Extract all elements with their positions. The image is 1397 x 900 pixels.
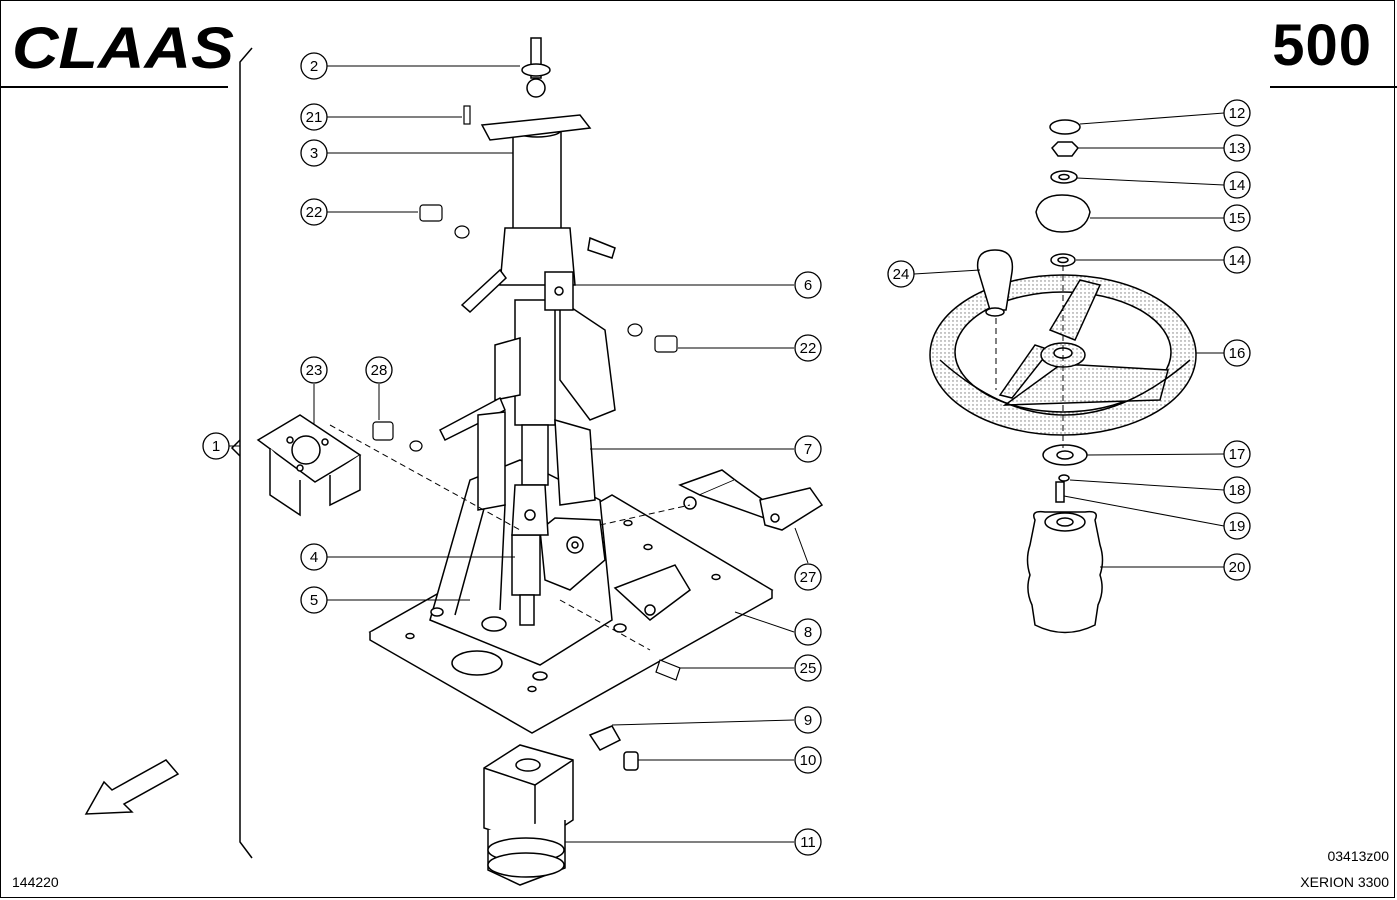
steering-column: [480, 37, 592, 626]
callout-14a: [1076, 177, 1225, 186]
callout-label: 4: [310, 549, 318, 566]
callout-17: [1086, 453, 1225, 456]
callout-label: 19: [1229, 518, 1246, 535]
cover-plate: [256, 414, 362, 517]
callout-label: 28: [371, 362, 388, 379]
callout-9: [611, 719, 795, 726]
callout-27: [794, 527, 809, 564]
callout-bubble: 28: [365, 356, 393, 384]
callout-label: 9: [804, 712, 812, 729]
callout-label: 6: [804, 277, 812, 294]
callout-bubble: 2: [300, 52, 328, 80]
callout-bubble: 14: [1223, 246, 1251, 274]
callout-bubble: 1: [202, 432, 230, 460]
callout-bubble: 18: [1223, 476, 1251, 504]
assembly-centerlines: [329, 265, 1064, 651]
callout-label: 14: [1229, 177, 1246, 194]
callout-8: [734, 611, 795, 633]
callout-bubble: 22: [300, 198, 328, 226]
callout-label: 23: [306, 362, 323, 379]
callout-bubble: 20: [1223, 553, 1251, 581]
callout-label: 22: [800, 340, 817, 357]
callout-18: [1069, 479, 1225, 491]
callout-24: [913, 269, 981, 275]
callout-bubble: 23: [300, 356, 328, 384]
callout-19: [1063, 495, 1225, 527]
callout-label: 25: [800, 660, 817, 677]
callout-bubble: 13: [1223, 134, 1251, 162]
callout-bubble: 17: [1223, 440, 1251, 468]
direction-arrow-icon: [84, 759, 180, 815]
drawing-code: 03413z00: [1327, 848, 1389, 864]
fasteners: [372, 105, 681, 681]
callout-label: 18: [1229, 482, 1246, 499]
callout-bubble: 24: [887, 260, 915, 288]
callout-label: 15: [1229, 210, 1246, 227]
callout-bubble: 5: [300, 586, 328, 614]
callout-label: 5: [310, 592, 318, 609]
callout-label: 2: [310, 58, 318, 75]
callout-bubble: 14: [1223, 171, 1251, 199]
callout-label: 12: [1229, 105, 1246, 122]
hub-lower-parts: [1026, 444, 1104, 634]
callout-label: 3: [310, 145, 318, 162]
callout-bubble: 8: [794, 618, 822, 646]
callout-bubble: 10: [794, 746, 822, 774]
callout-label: 24: [893, 266, 910, 283]
callout-label: 11: [800, 834, 816, 851]
assembly-bracket: [239, 47, 253, 859]
callout-bubble: 7: [794, 435, 822, 463]
header-rule-left: [0, 86, 228, 88]
callout-label: 1: [212, 438, 220, 455]
callout-label: 21: [306, 109, 323, 126]
callout-bubble: 19: [1223, 512, 1251, 540]
callout-bubble: 11: [794, 828, 822, 856]
callout-label: 20: [1229, 559, 1246, 576]
callout-label: 13: [1229, 140, 1246, 157]
catalog-reference: 144220: [12, 874, 59, 890]
callout-bubble: 25: [794, 654, 822, 682]
callout-label: 14: [1229, 252, 1246, 269]
callout-12: [1079, 112, 1225, 125]
callout-bubble: 12: [1223, 99, 1251, 127]
callout-bubble: 21: [300, 103, 328, 131]
page-number: 500: [1272, 13, 1372, 78]
spinner-knob: [976, 249, 1014, 317]
svg-text:CLAAS: CLAAS: [12, 18, 234, 78]
column-brackets: [439, 236, 616, 511]
hub-cap-parts: [1035, 119, 1091, 267]
callout-label: 16: [1229, 345, 1246, 362]
brand-logo: CLAAS: [12, 18, 234, 78]
callout-label: 27: [800, 569, 817, 586]
callout-bubble: 22: [794, 334, 822, 362]
callout-label: 17: [1229, 446, 1246, 463]
callout-bubble: 6: [794, 271, 822, 299]
callout-bubble: 3: [300, 139, 328, 167]
callout-bubble: 16: [1223, 339, 1251, 367]
pedal-linkage: [613, 469, 824, 621]
steering-valve: [483, 725, 639, 886]
callout-label: 8: [804, 624, 812, 641]
callout-label: 22: [306, 204, 323, 221]
machine-model: XERION 3300: [1300, 874, 1389, 890]
callout-bubble: 15: [1223, 204, 1251, 232]
callout-bubble: 4: [300, 543, 328, 571]
callout-label: 10: [800, 752, 817, 769]
callout-label: 7: [804, 441, 812, 458]
callout-bubble: 9: [794, 706, 822, 734]
header-rule-right: [1270, 86, 1397, 88]
callout-bubble: 27: [794, 563, 822, 591]
